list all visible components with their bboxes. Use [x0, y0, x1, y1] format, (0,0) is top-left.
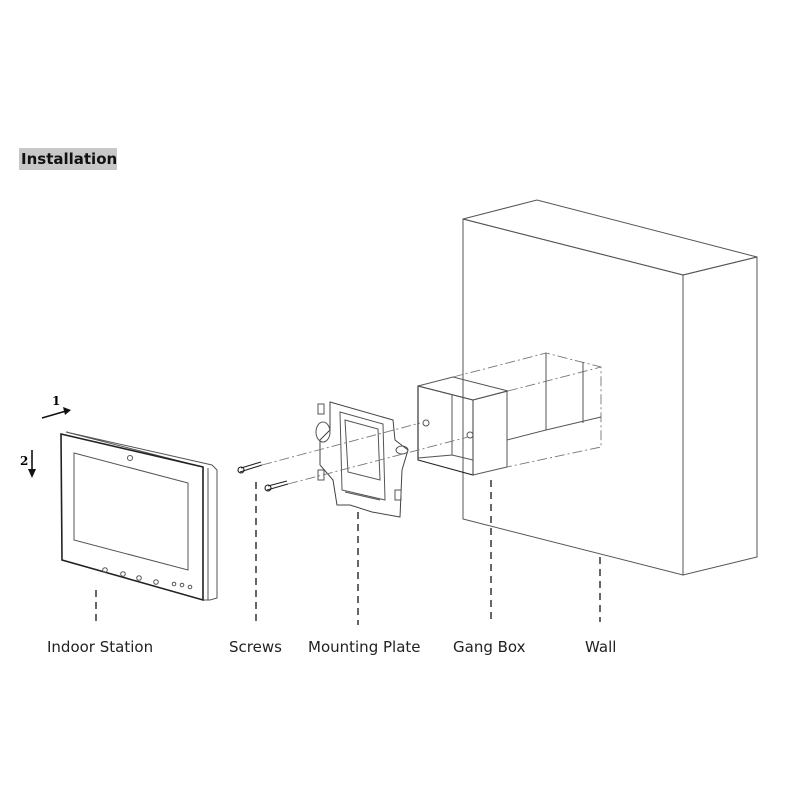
section-title: Installation: [19, 148, 118, 170]
leader-lines: [95, 480, 601, 625]
wall: [462, 199, 758, 576]
gang-box: [417, 352, 602, 476]
label-indoor-station: Indoor Station: [47, 638, 154, 656]
label-mounting-plate: Mounting Plate: [308, 638, 421, 656]
step-2-label: 2: [20, 454, 29, 468]
step-1-label: 1: [52, 394, 61, 408]
mounting-plate: [315, 401, 409, 518]
indoor-station: [60, 431, 218, 602]
direction-arrows: [28, 407, 71, 478]
screws: [237, 422, 469, 492]
label-gang-box: Gang Box: [453, 638, 526, 656]
label-screws: Screws: [229, 638, 282, 656]
label-wall: Wall: [585, 638, 617, 656]
